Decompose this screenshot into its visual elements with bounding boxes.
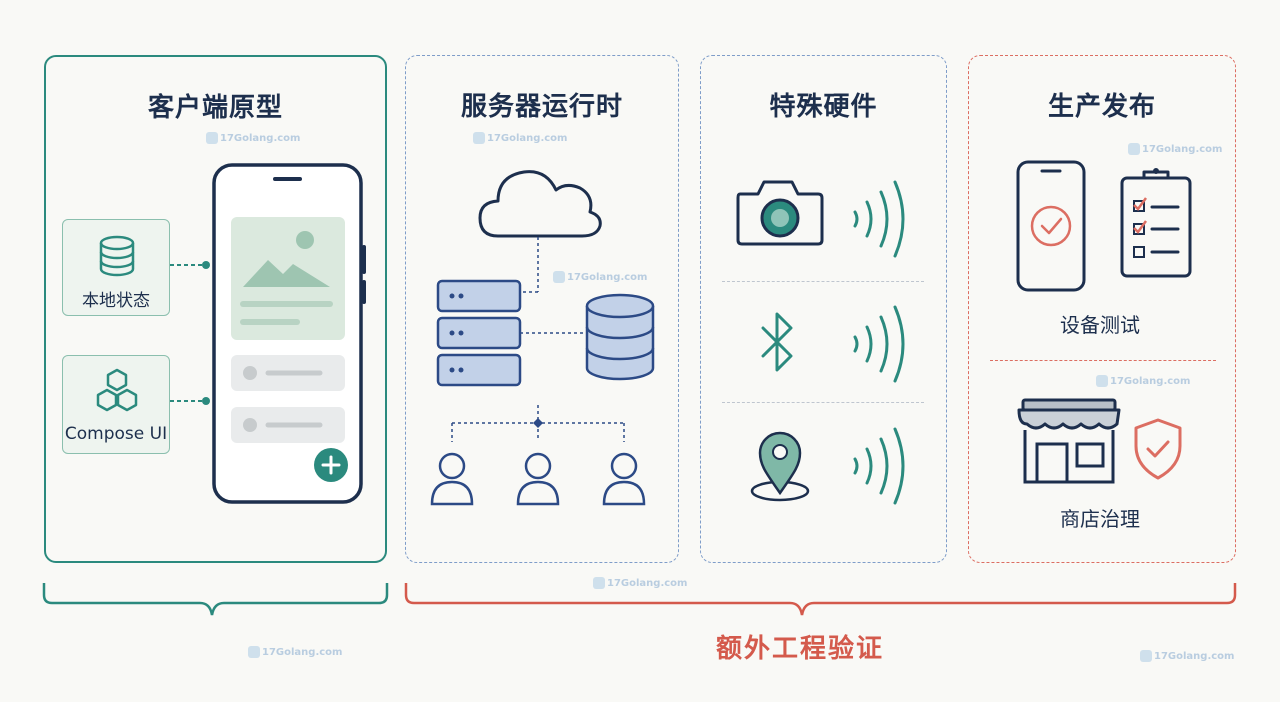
watermark: 17Golang.com: [473, 132, 567, 144]
watermark: 17Golang.com: [593, 577, 687, 589]
compose-ui-node: Compose UI: [62, 355, 170, 454]
hardware-divider: [722, 281, 924, 282]
cloud-icon: [478, 170, 602, 238]
local-state-node: 本地状态: [62, 219, 170, 316]
phone-check-icon: [1016, 160, 1086, 292]
compose-ui-label: Compose UI: [64, 424, 168, 444]
server-rack-icon: [436, 279, 522, 387]
watermark-logo-icon: [553, 271, 565, 283]
watermark-logo-icon: [248, 646, 260, 658]
phone-mockup: [212, 163, 366, 504]
production-release-panel: 生产发布: [968, 55, 1236, 563]
watermark-logo-icon: [473, 132, 485, 144]
special-hardware-panel: 特殊硬件: [700, 55, 947, 563]
storefront-icon: [1017, 398, 1121, 484]
cubes-icon: [96, 368, 138, 412]
users-icon: [430, 452, 646, 506]
hardware-divider: [722, 402, 924, 403]
production-release-title: 生产发布: [1047, 92, 1156, 122]
special-hardware-title: 特殊硬件: [769, 92, 878, 122]
signal-waves-icon: [853, 180, 905, 258]
location-pin-icon: [750, 431, 810, 502]
watermark-logo-icon: [1096, 375, 1108, 387]
shield-check-icon: [1134, 418, 1182, 480]
local-state-label: 本地状态: [82, 291, 150, 311]
extra-engineering-validation-label: 额外工程验证: [715, 634, 884, 664]
watermark-logo-icon: [1128, 143, 1140, 155]
store-governance-label: 商店治理: [1060, 507, 1140, 531]
watermark-logo-icon: [1140, 650, 1152, 662]
device-testing-label: 设备测试: [1060, 313, 1140, 337]
watermark: 17Golang.com: [1128, 143, 1222, 155]
database-icon: [585, 293, 655, 381]
watermark-logo-icon: [593, 577, 605, 589]
watermark: 17Golang.com: [248, 646, 342, 658]
watermark: 17Golang.com: [1096, 375, 1190, 387]
signal-waves-icon: [853, 427, 905, 505]
bluetooth-icon: [761, 312, 793, 372]
release-divider: [990, 360, 1216, 361]
add-fab-icon: [314, 448, 348, 482]
watermark: 17Golang.com: [1140, 650, 1234, 662]
clipboard-checklist-icon: [1120, 168, 1192, 278]
watermark: 17Golang.com: [206, 132, 300, 144]
watermark: 17Golang.com: [553, 271, 647, 283]
client-prototype-title: 客户端原型: [147, 93, 283, 123]
watermark-logo-icon: [206, 132, 218, 144]
signal-waves-icon: [853, 305, 905, 383]
database-icon: [99, 235, 135, 277]
server-runtime-panel: 服务器运行时: [405, 55, 679, 563]
client-prototype-panel: 客户端原型: [44, 55, 387, 563]
server-runtime-title: 服务器运行时: [460, 92, 623, 122]
camera-icon: [736, 180, 824, 246]
